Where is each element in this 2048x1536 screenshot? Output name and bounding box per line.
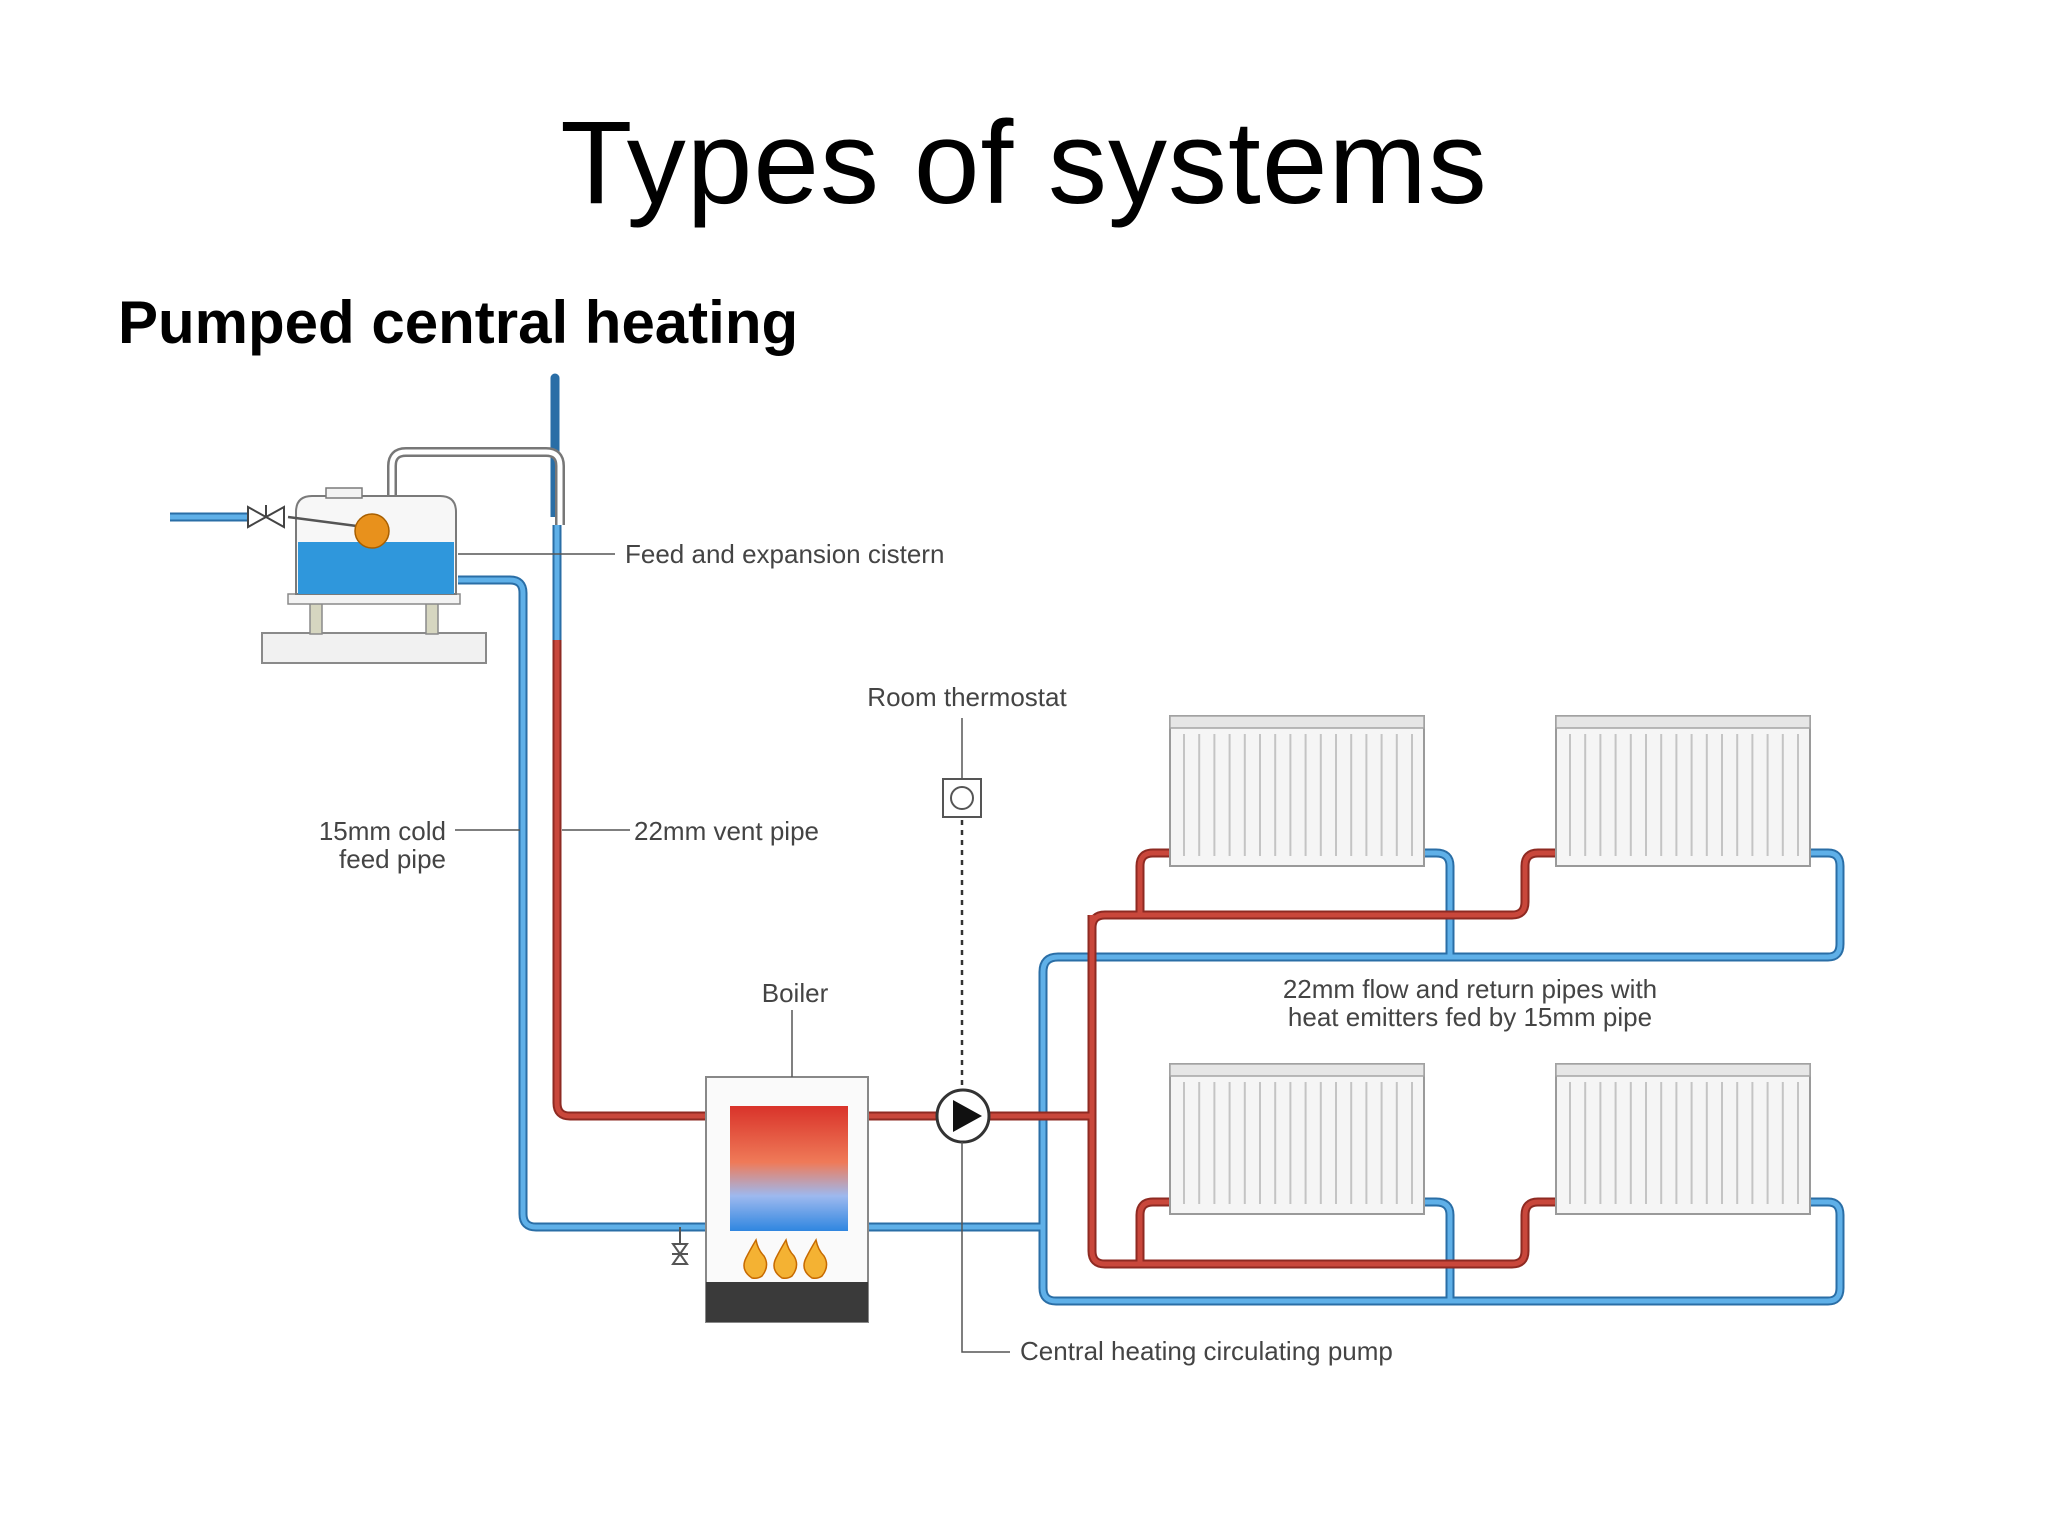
label-cold-feed-line1: 15mm cold <box>319 816 446 846</box>
label-thermostat: Room thermostat <box>867 682 1067 712</box>
vent-pipe <box>387 447 565 525</box>
label-vent-pipe: 22mm vent pipe <box>634 816 819 846</box>
label-pipes-line2: heat emitters fed by 15mm pipe <box>1288 1002 1652 1032</box>
feed-expansion-cistern <box>247 487 487 664</box>
drain-valve-icon <box>671 1227 689 1265</box>
flame-icon <box>743 1237 828 1279</box>
label-cold-feed-line2: feed pipe <box>339 844 446 874</box>
return-pipes <box>170 373 1845 1306</box>
stop-valve-icon <box>247 505 285 529</box>
diagram-labels: Feed and expansion cistern Room thermost… <box>319 539 1657 1366</box>
label-pipes-line1: 22mm flow and return pipes with <box>1283 974 1657 1004</box>
label-pump: Central heating circulating pump <box>1020 1336 1393 1366</box>
boiler <box>671 1076 869 1323</box>
radiator <box>1555 715 1811 867</box>
room-thermostat <box>942 778 982 1090</box>
slide-subtitle: Pumped central heating <box>118 289 799 356</box>
label-boiler: Boiler <box>762 978 829 1008</box>
circulating-pump <box>935 1088 991 1144</box>
radiator <box>1555 1063 1811 1215</box>
radiators <box>1169 715 1811 1215</box>
radiator <box>1169 715 1425 867</box>
radiator <box>1169 1063 1425 1215</box>
label-cistern: Feed and expansion cistern <box>625 539 944 569</box>
slide-title: Types of systems <box>560 97 1488 229</box>
leader-lines <box>455 553 1010 1353</box>
